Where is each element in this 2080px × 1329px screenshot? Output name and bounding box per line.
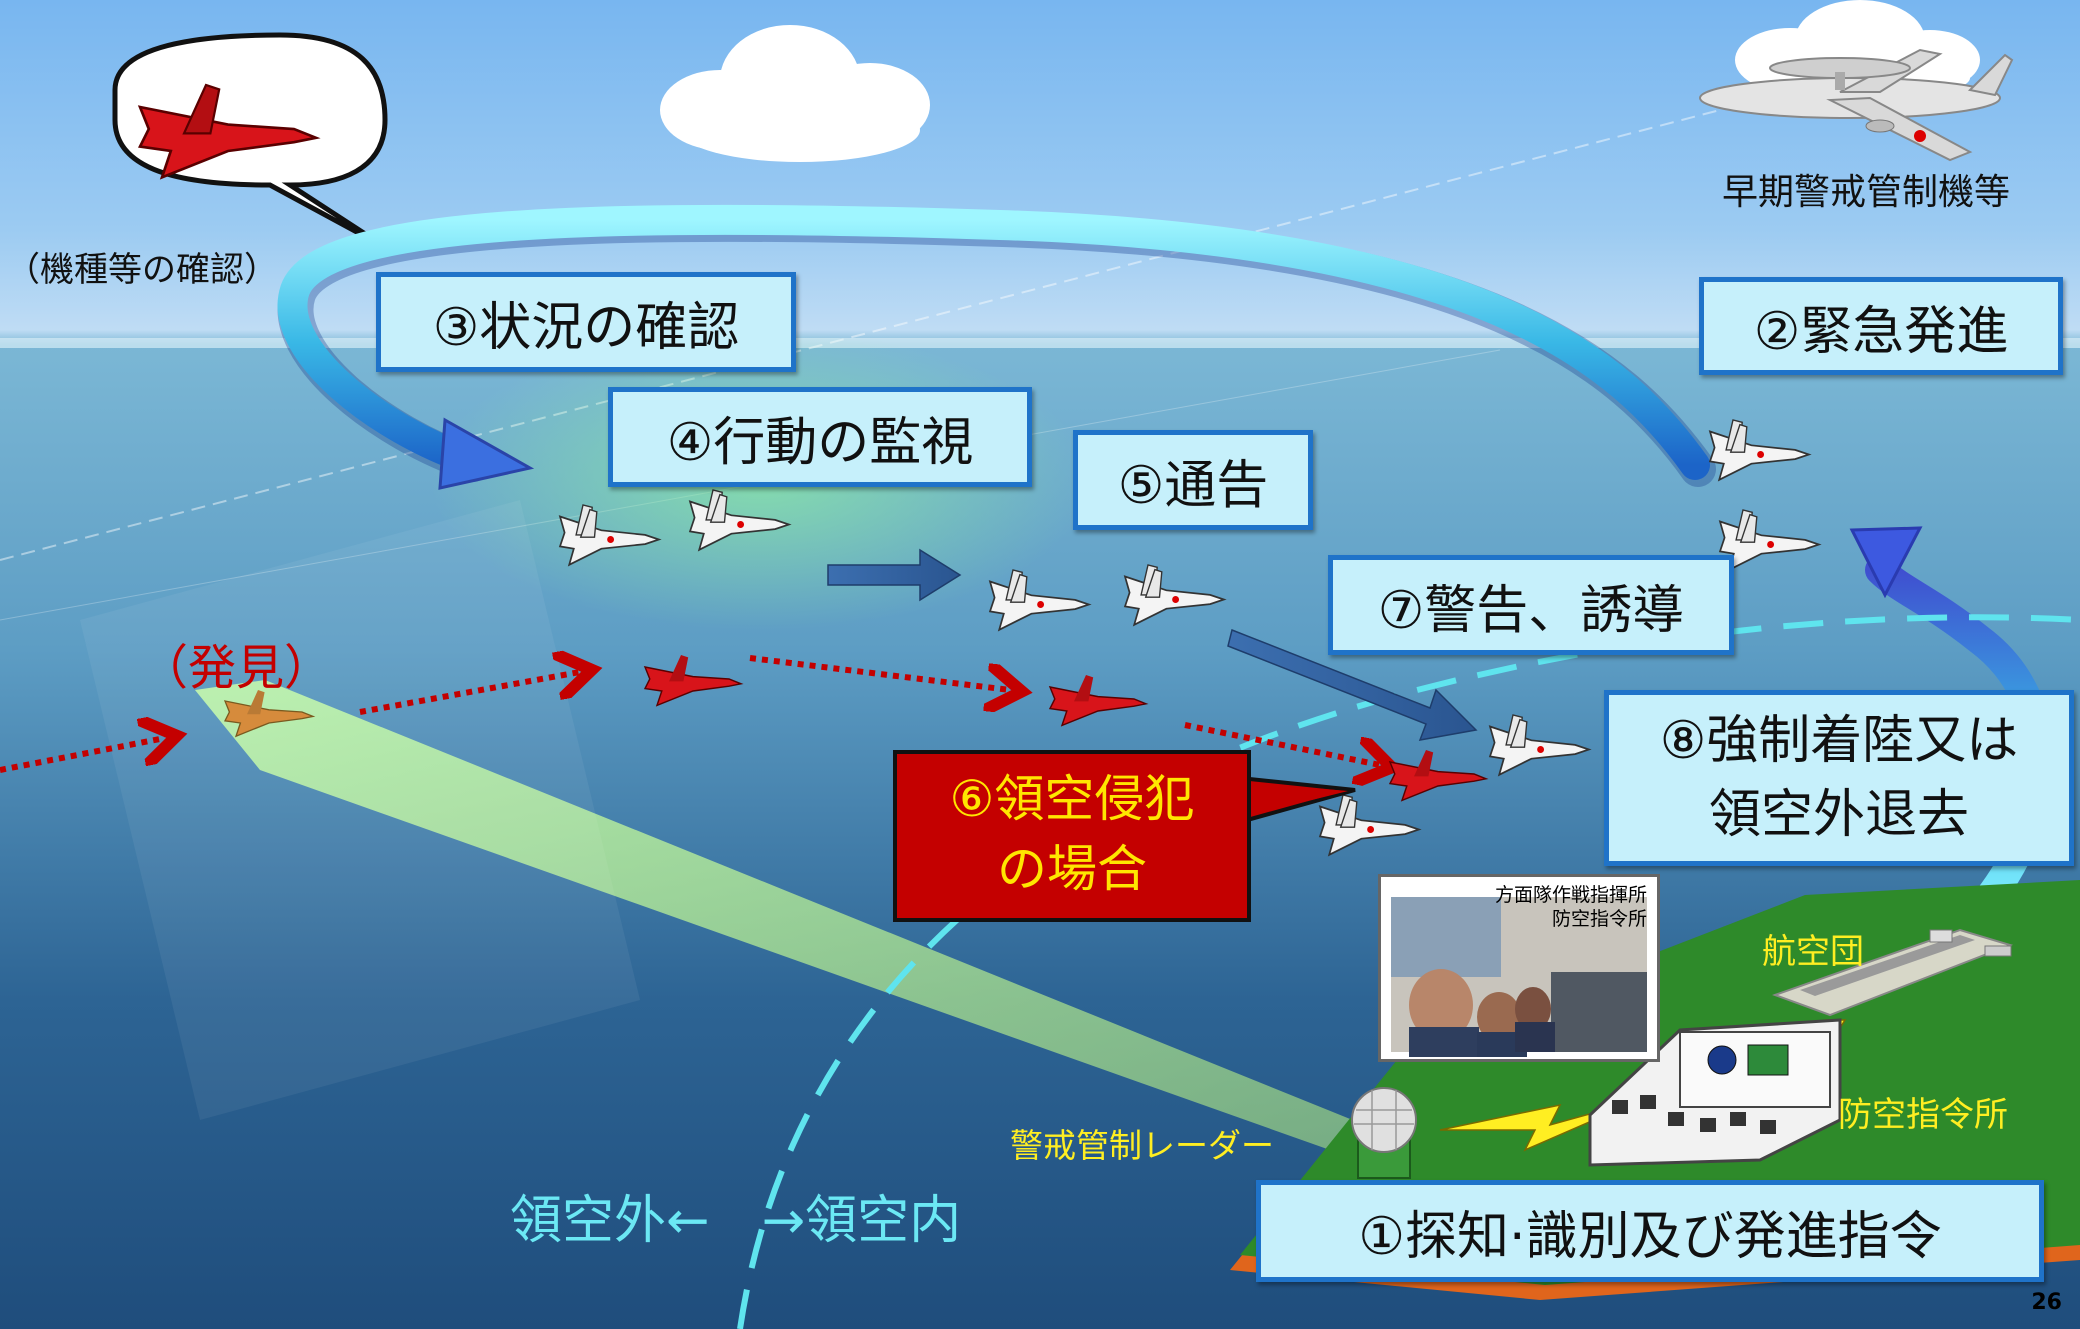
fighter-jet-icon <box>988 569 1092 632</box>
fighter-jet-icon <box>1488 714 1592 777</box>
operators-photo <box>1391 897 1647 1057</box>
fighter-jet-icon <box>1718 509 1822 572</box>
airspace-boundary-line <box>737 614 2080 1329</box>
radar-beam <box>195 680 1365 1150</box>
step7-label: ⑦警告、誘導 <box>1328 555 1734 655</box>
radar-dome-icon <box>1351 1087 1417 1179</box>
step4-label: ④行動の監視 <box>608 387 1032 487</box>
step3-label: ③状況の確認 <box>376 272 796 372</box>
step5-label: ⑤通告 <box>1073 430 1313 530</box>
fighter-jets <box>558 419 1822 857</box>
page-number: 26 <box>2031 1290 2062 1315</box>
intruder-aircraft-icon <box>223 690 316 738</box>
horizon <box>0 338 2080 348</box>
fighter-jet-icon <box>558 504 662 567</box>
return-arrowhead <box>1849 526 1923 599</box>
route-arrowhead <box>438 417 535 490</box>
step2-label: ②緊急発進 <box>1699 277 2063 375</box>
water-reflection <box>80 500 640 1120</box>
intruder-path <box>0 658 1380 770</box>
photo-caption: 方面隊作戦指揮所 防空指令所 <box>1494 884 1647 930</box>
discovery-label: （発見） <box>140 640 333 696</box>
fighter-jet-icon <box>688 489 792 552</box>
scramble-route-arrow <box>277 204 1710 480</box>
command-post-photo: 方面隊作戦指揮所 防空指令所 <box>1378 874 1660 1062</box>
confirmation-label: （機種等の確認） <box>6 250 278 290</box>
intruder-aircraft-icon <box>137 83 321 180</box>
flight-path-line <box>0 109 1721 561</box>
movement-arrow <box>827 548 962 602</box>
fighter-jet-icon <box>1318 794 1422 857</box>
intruder-aircraft-icon <box>1048 675 1149 727</box>
airspace-boundary-label: 領空外← →領空内 <box>510 1191 962 1251</box>
radar-label: 警戒管制レーダー <box>1010 1126 1274 1165</box>
intruder-aircraft-icon <box>643 655 744 707</box>
fighter-jet-icon <box>1123 564 1227 627</box>
awacs-label: 早期警戒管制機等 <box>1722 172 2011 213</box>
air-wing-label: 航空団 <box>1762 932 1864 972</box>
awacs-aircraft-icon <box>1699 48 2014 162</box>
step6-violation-callout: ⑥領空侵犯 の場合 <box>893 750 1251 922</box>
step8-label: ⑧強制着陸又は 領空外退去 <box>1604 690 2074 866</box>
intruder-aircraft-icon <box>1388 750 1489 802</box>
airfield-icon <box>1772 928 2014 1017</box>
fighter-jet-icon <box>1708 419 1812 482</box>
violation-callout-pointer <box>1240 775 1356 825</box>
step1-label: ①探知·識別及び発進指令 <box>1256 1180 2044 1282</box>
air-defense-center-label: 防空指令所 <box>1838 1095 2008 1135</box>
movement-arrow <box>1227 628 1478 741</box>
cloud-icon <box>660 25 930 162</box>
